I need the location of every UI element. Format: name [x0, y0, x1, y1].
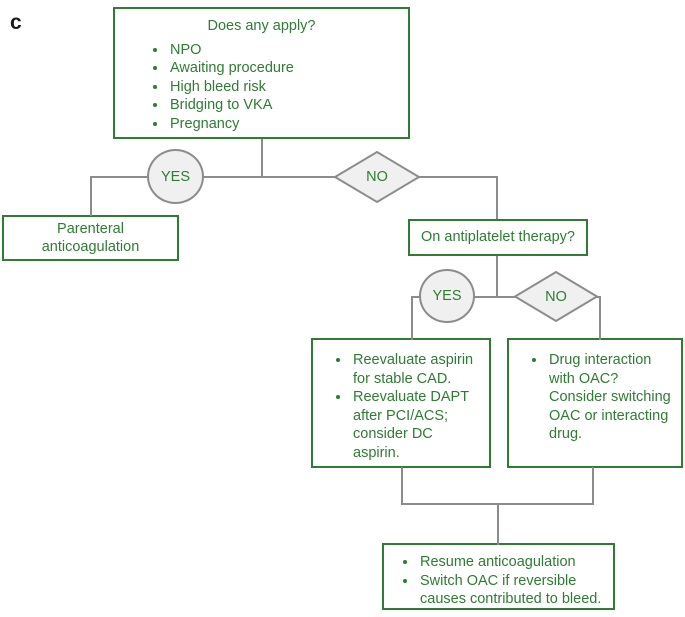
aspirin-reevaluation-list: Reevaluate aspirin for stable CAD. Reeva…: [313, 351, 489, 462]
list-item: Reevaluate aspirin for stable CAD.: [329, 351, 483, 388]
antiplatelet-therapy-box: On antiplatelet therapy?: [408, 219, 588, 256]
decision-yes-1[interactable]: YES: [147, 149, 204, 204]
resume-anticoagulation-box: Resume anticoagulation Switch OAC if rev…: [382, 543, 615, 610]
criteria-box-list: NPO Awaiting procedure High bleed risk B…: [115, 41, 408, 134]
decision-no-1-label: NO: [366, 169, 388, 185]
diamond-shape-icon: [513, 270, 599, 323]
connector-yes2-drop: [411, 296, 413, 340]
resume-anticoagulation-list: Resume anticoagulation Switch OAC if rev…: [384, 553, 613, 609]
parenteral-anticoagulation-text: Parenteral anticoagulation: [42, 220, 140, 257]
aspirin-reevaluation-box: Reevaluate aspirin for stable CAD. Reeva…: [311, 338, 491, 468]
connector-row2-horizontal: [411, 296, 601, 298]
decision-yes-2-label: YES: [432, 288, 462, 304]
connector-druginteraction-exit: [592, 467, 594, 504]
drug-interaction-box: Drug interaction with OAC? Consider swit…: [507, 338, 683, 468]
list-item: Awaiting procedure: [146, 59, 408, 78]
list-item: Switch OAC if reversible causes contribu…: [396, 572, 607, 609]
connector-no1-drop: [496, 176, 498, 219]
panel-label-c: c: [10, 11, 22, 34]
connector-no2-drop: [599, 296, 601, 340]
parenteral-line-1: Parenteral: [57, 220, 124, 237]
list-item: NPO: [146, 41, 408, 60]
criteria-box: Does any apply? NPO Awaiting procedure H…: [113, 7, 410, 139]
diamond-shape-icon: [333, 150, 421, 204]
list-item: Pregnancy: [146, 115, 408, 134]
connector-antiplatelet-stem: [496, 256, 498, 298]
decision-yes-2[interactable]: YES: [419, 269, 475, 323]
connector-criteria-stem: [261, 139, 263, 178]
decision-no-2[interactable]: NO: [513, 270, 599, 323]
decision-no-2-label: NO: [545, 288, 567, 305]
connector-yes1-drop: [90, 176, 92, 216]
list-item: Reevaluate DAPT after PCI/ACS; consider …: [329, 388, 483, 462]
drug-interaction-list: Drug interaction with OAC? Consider swit…: [509, 351, 681, 444]
list-item: High bleed risk: [146, 78, 408, 97]
list-item: Drug interaction with OAC? Consider swit…: [525, 351, 675, 444]
criteria-box-title: Does any apply?: [207, 18, 316, 34]
connector-merge-to-resume: [497, 503, 499, 545]
connector-row1-horizontal: [90, 176, 498, 178]
list-item: Resume anticoagulation: [396, 553, 607, 572]
connector-aspirin-exit: [401, 467, 403, 504]
parenteral-line-2: anticoagulation: [41, 239, 140, 255]
decision-no-1[interactable]: NO: [333, 150, 421, 204]
list-item: Bridging to VKA: [146, 96, 408, 115]
antiplatelet-therapy-title: On antiplatelet therapy?: [421, 229, 575, 246]
decision-yes-1-label: YES: [160, 168, 190, 185]
parenteral-anticoagulation-box: Parenteral anticoagulation: [2, 215, 179, 261]
